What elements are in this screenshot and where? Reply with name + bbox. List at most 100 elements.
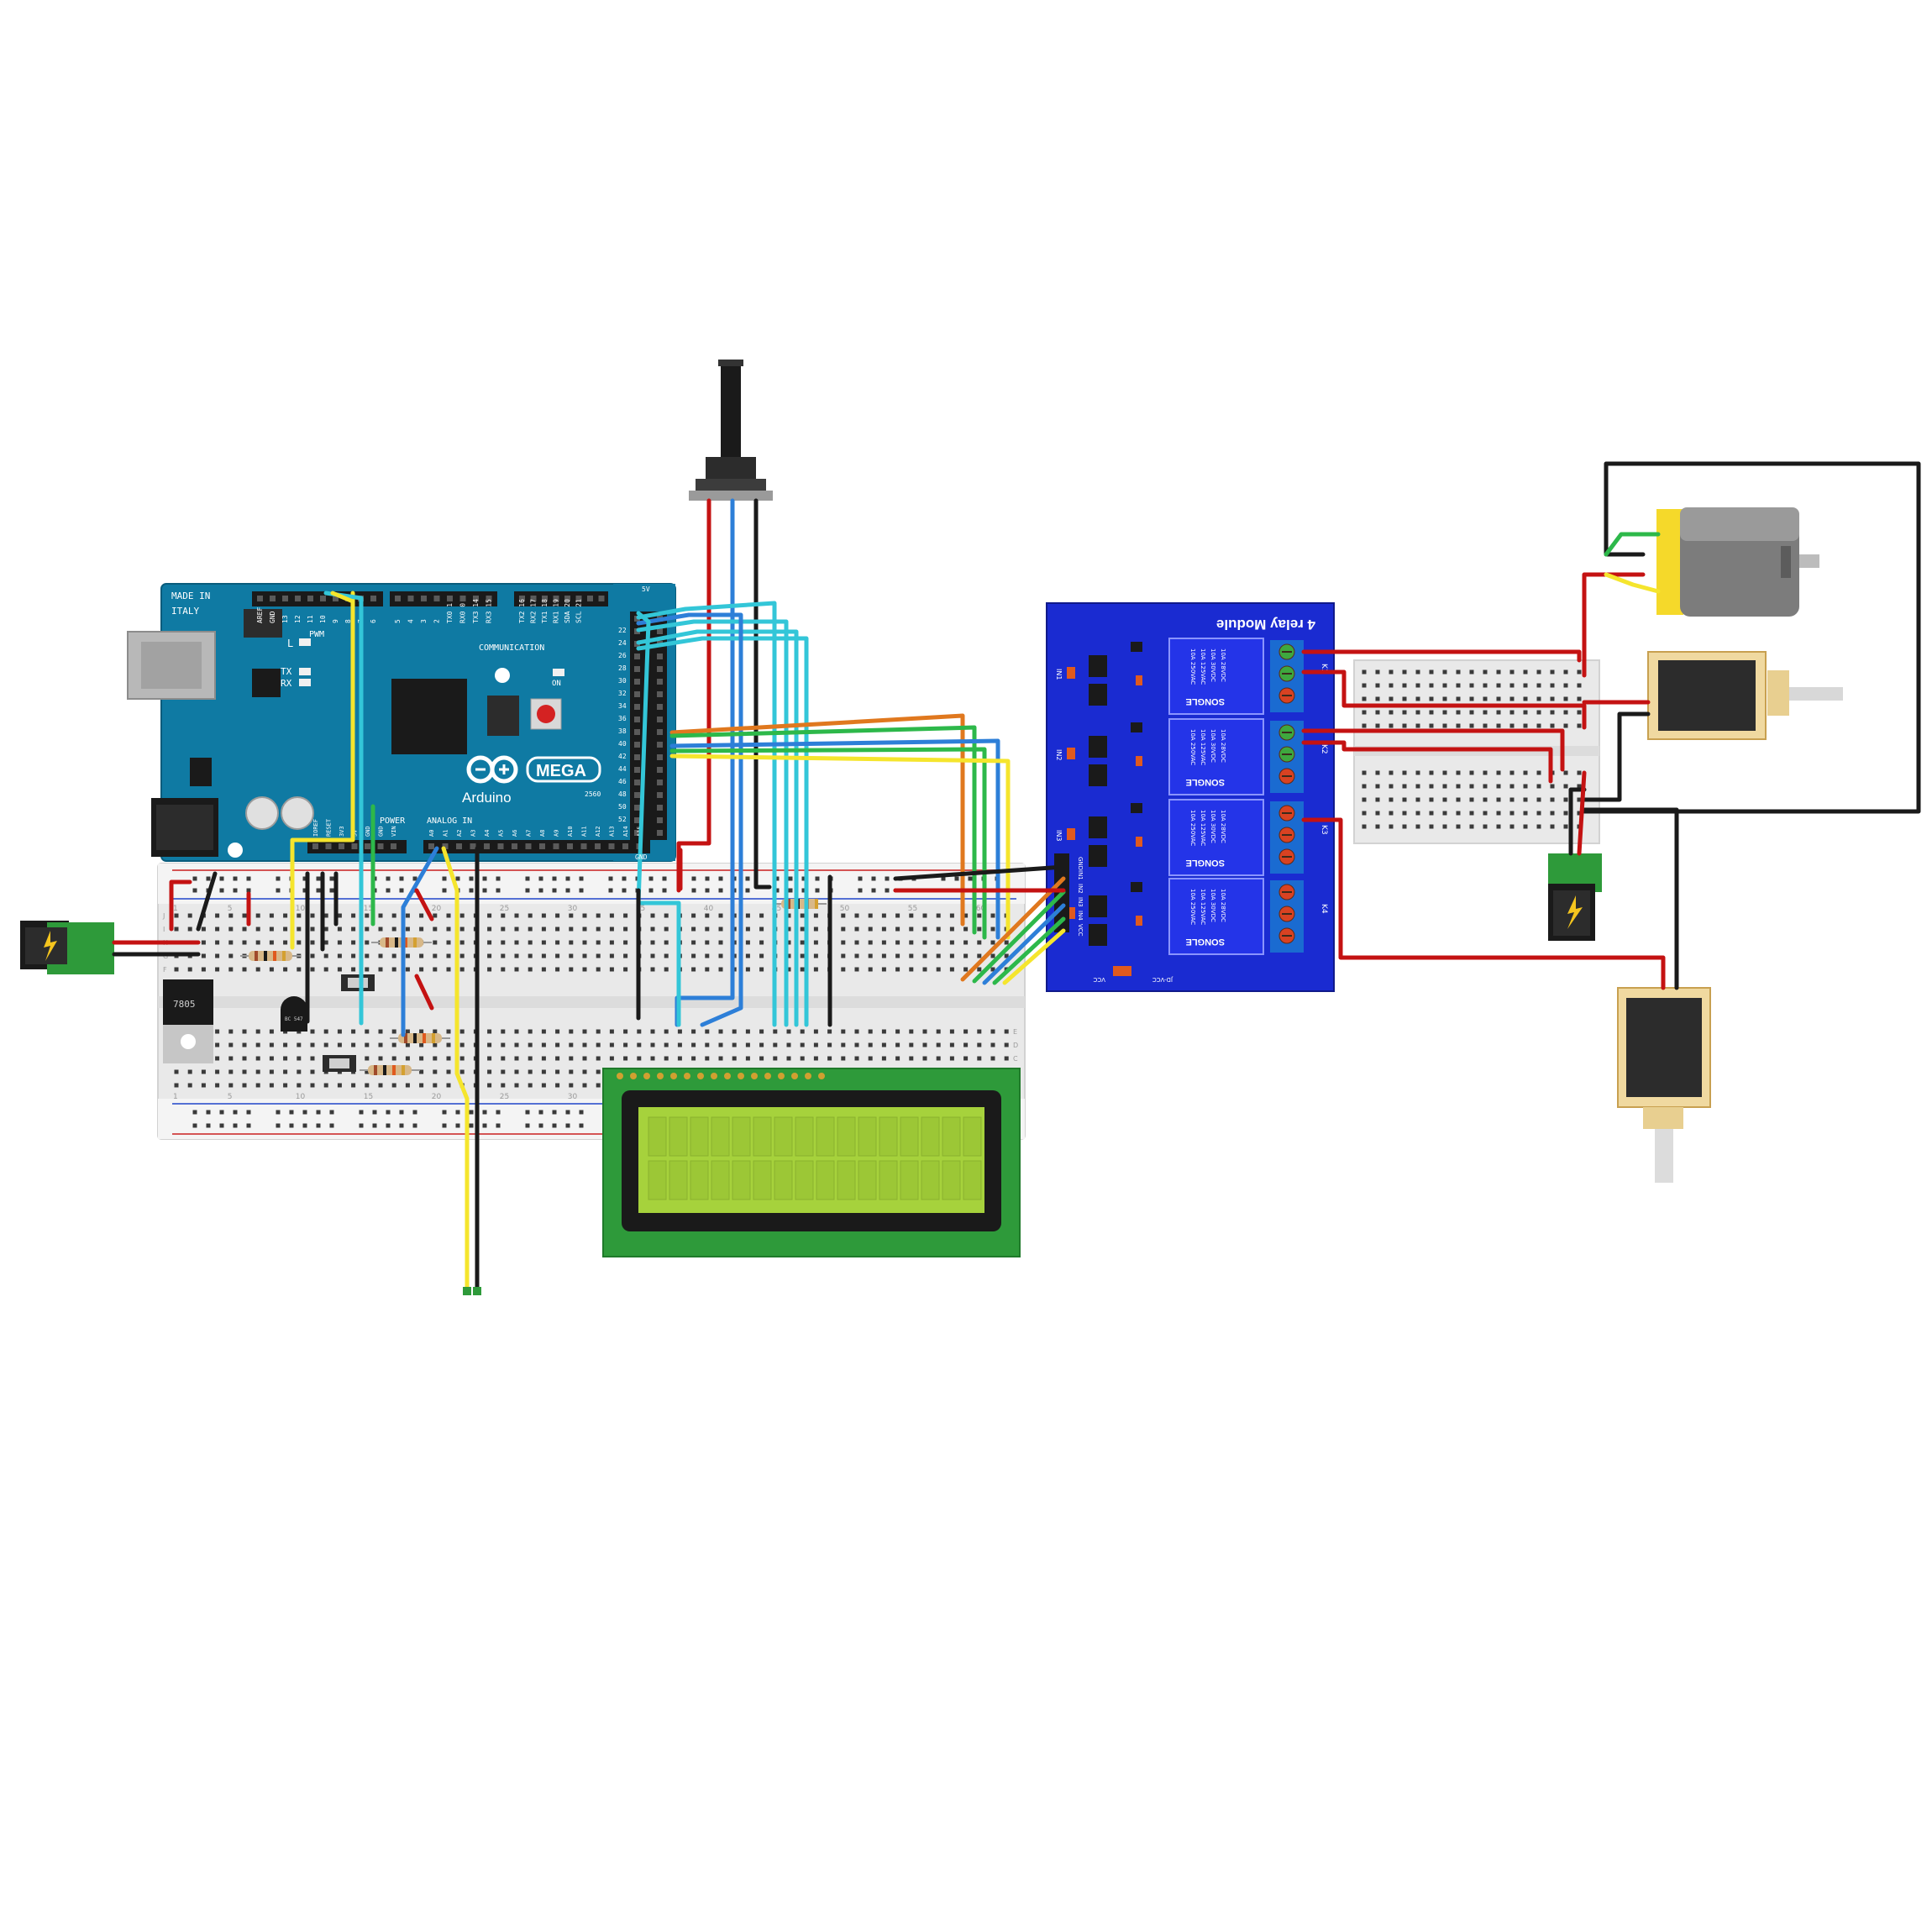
wire bbox=[636, 601, 777, 1027]
breadboard-hole bbox=[1523, 824, 1528, 829]
icsp-header bbox=[244, 609, 282, 638]
digital-header-top bbox=[390, 591, 497, 606]
breadboard-hole bbox=[1563, 710, 1568, 715]
wire-connector bbox=[463, 1287, 471, 1295]
potentiometer[interactable] bbox=[689, 360, 773, 501]
breadboard-hole bbox=[1362, 824, 1367, 829]
atmega2560-chip bbox=[391, 679, 467, 754]
pin-label: A14 bbox=[622, 826, 629, 837]
breadboard-hole bbox=[1509, 784, 1515, 789]
breadboard-hole bbox=[1509, 696, 1515, 701]
breadboard-hole bbox=[1577, 784, 1582, 789]
breadboard-hole bbox=[1523, 669, 1528, 675]
mega-badge bbox=[526, 756, 601, 783]
relay-brand: SONGLE bbox=[1186, 777, 1225, 787]
breadboard-hole bbox=[1415, 784, 1420, 789]
pin-label: A1 bbox=[443, 830, 449, 837]
breadboard-hole bbox=[1402, 683, 1407, 688]
resistor bbox=[249, 951, 292, 961]
pin-label: 24 bbox=[618, 639, 627, 647]
resistor-smd bbox=[1067, 907, 1075, 919]
column-number: 10 bbox=[296, 1093, 306, 1101]
pin-label: A8 bbox=[539, 830, 546, 837]
breadboard-hole bbox=[1496, 723, 1501, 728]
l-led-label: L bbox=[287, 638, 293, 649]
pin-label: 11 bbox=[307, 615, 314, 623]
transistor bbox=[1089, 764, 1107, 786]
pin-label: 52 bbox=[618, 816, 627, 823]
breadboard-hole bbox=[1456, 669, 1461, 675]
breadboard-hole bbox=[1375, 669, 1380, 675]
breadboard-hole bbox=[1362, 784, 1367, 789]
pin-label: 28 bbox=[618, 664, 627, 672]
pin-label: A5 bbox=[498, 830, 505, 837]
breadboard-hole bbox=[1469, 710, 1474, 715]
breadboard-hole bbox=[1442, 797, 1447, 802]
breadboard-hole bbox=[1577, 811, 1582, 816]
breadboard-hole bbox=[1577, 797, 1582, 802]
breadboard-hole bbox=[1483, 784, 1488, 789]
wire bbox=[1301, 728, 1565, 772]
breadboard-hole bbox=[1429, 696, 1434, 701]
power-label: POWER bbox=[380, 816, 406, 826]
breadboard-hole bbox=[1563, 723, 1568, 728]
relay-rating: 10A 125VAC bbox=[1200, 889, 1206, 925]
capacitor bbox=[245, 796, 279, 830]
column-number: 30 bbox=[568, 1093, 578, 1101]
breadboard-hole bbox=[1577, 696, 1582, 701]
pin-label: 44 bbox=[618, 765, 627, 773]
wire bbox=[992, 916, 1066, 985]
breadboard-hole bbox=[1415, 770, 1420, 775]
pin-label: A10 bbox=[567, 826, 574, 837]
dc-power-jack-left bbox=[20, 921, 114, 974]
relay-input-label: IN1 bbox=[1055, 669, 1063, 680]
breadboard-hole bbox=[1375, 797, 1380, 802]
usb-chip bbox=[252, 669, 281, 697]
transistor bbox=[1089, 924, 1107, 946]
breadboard-hole bbox=[1389, 683, 1394, 688]
breadboard-hole bbox=[1536, 797, 1541, 802]
breadboard-hole bbox=[1415, 696, 1420, 701]
wire bbox=[669, 713, 965, 927]
breadboard-hole bbox=[1389, 811, 1394, 816]
breadboard-hole bbox=[1577, 770, 1582, 775]
pin-label: 42 bbox=[618, 753, 627, 760]
breadboard-hole bbox=[1563, 797, 1568, 802]
breadboard-hole bbox=[1362, 770, 1367, 775]
jumper[interactable] bbox=[1113, 966, 1131, 976]
breadboard-hole bbox=[1483, 797, 1488, 802]
breadboard-hole bbox=[1523, 696, 1528, 701]
resistor-smd bbox=[1136, 916, 1142, 926]
breadboard-hole bbox=[1483, 811, 1488, 816]
relay-rating: 10A 125VAC bbox=[1200, 648, 1206, 685]
relay-cube bbox=[1168, 878, 1264, 955]
pin-label: GND bbox=[365, 826, 371, 837]
breadboard-hole bbox=[1496, 696, 1501, 701]
breadboard-hole bbox=[1536, 723, 1541, 728]
column-number: 60 bbox=[976, 905, 986, 913]
pin-label: 22 bbox=[618, 627, 627, 634]
breadboard-hole bbox=[1362, 669, 1367, 675]
breadboard-hole bbox=[1496, 784, 1501, 789]
breadboard-hole bbox=[1496, 710, 1501, 715]
column-number: 1 bbox=[173, 905, 178, 913]
pin-label: 9 bbox=[332, 619, 339, 623]
breadboard-hole bbox=[1402, 770, 1407, 775]
column-number: 50 bbox=[840, 905, 850, 913]
relay-header-label: IN1 bbox=[1077, 870, 1084, 880]
wire bbox=[1582, 711, 1651, 802]
pin-label: 2 bbox=[433, 619, 441, 623]
gnd-label: GND bbox=[635, 853, 648, 861]
breadboard-hole bbox=[1456, 811, 1461, 816]
led-rx bbox=[299, 679, 311, 686]
relay-rating: 10A 28VDC bbox=[1220, 729, 1226, 763]
breadboard-hole bbox=[1469, 696, 1474, 701]
pin-label: 5 bbox=[394, 619, 402, 623]
breadboard-hole bbox=[1415, 710, 1420, 715]
relay-rating: 10A 30VDC bbox=[1210, 810, 1216, 843]
breadboard-hole bbox=[1509, 669, 1515, 675]
breadboard-hole bbox=[1469, 723, 1474, 728]
pin-label: 3V3 bbox=[339, 826, 345, 837]
